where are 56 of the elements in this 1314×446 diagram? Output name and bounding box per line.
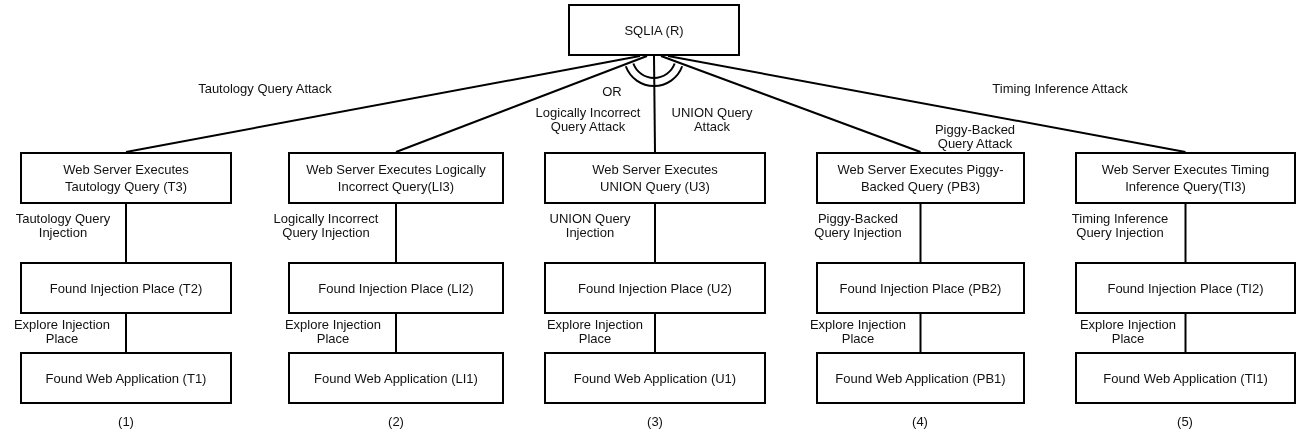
process-box <box>1075 152 1296 204</box>
column-caption: (3) <box>647 414 663 429</box>
connector-line <box>395 55 648 153</box>
box-text: Web Server Executes Logically Incorrect Query(LI3) <box>305 161 487 195</box>
connector-line <box>654 203 656 263</box>
box-text: Found Injection Place (PB2) <box>839 279 1002 297</box>
gate-label: OR <box>602 84 622 99</box>
box-text: Found Web Application (PB1) <box>835 369 1006 387</box>
process-box <box>288 352 504 404</box>
process-box <box>288 262 504 314</box>
box-text: Found Injection Place (LI2) <box>318 279 474 297</box>
connector-line <box>654 313 656 353</box>
process-box <box>1075 352 1296 404</box>
edge-label: Tautology Query Attack <box>198 82 332 96</box>
process-box <box>568 4 740 56</box>
connector-line <box>125 55 641 153</box>
connector-line <box>1184 203 1187 263</box>
box-text: Found Web Application (T1) <box>45 369 207 387</box>
connector-line <box>667 55 1187 153</box>
box-text: SQLIA (R) <box>624 21 684 39</box>
edge-label: Explore Injection Place <box>1078 318 1178 346</box>
connector-line <box>653 55 656 153</box>
box-text: Found Web Application (U1) <box>573 369 737 387</box>
box-text: Found Web Application (LI1) <box>314 369 478 387</box>
box-text: Web Server Executes Tautology Query (T3) <box>62 161 190 195</box>
process-box <box>544 352 766 404</box>
box-text: Found Injection Place (TI2) <box>1107 279 1264 297</box>
process-box <box>20 152 232 204</box>
connector-line <box>395 313 397 353</box>
process-box <box>288 152 504 204</box>
column-caption: (1) <box>118 414 134 429</box>
connector-line <box>395 203 397 263</box>
connector-line <box>1184 313 1187 353</box>
box-text: Found Injection Place (T2) <box>49 279 203 297</box>
connector-line <box>660 55 922 153</box>
process-box <box>544 262 766 314</box>
column-caption: (5) <box>1177 414 1193 429</box>
box-text: Web Server Executes Piggy-Backed Query (PB3) <box>836 161 1005 195</box>
process-box <box>816 152 1025 204</box>
column-caption: (4) <box>912 414 928 429</box>
process-box <box>544 152 766 204</box>
process-box <box>816 262 1025 314</box>
edge-label: Timing Inference Attack <box>992 82 1128 96</box>
process-box <box>20 262 232 314</box>
box-text: Web Server Executes UNION Query (U3) <box>591 161 719 195</box>
box-text: Found Web Application (TI1) <box>1103 369 1268 387</box>
column-caption: (2) <box>388 414 404 429</box>
process-box <box>20 352 232 404</box>
box-text: Found Injection Place (U2) <box>578 279 732 297</box>
connector-line <box>125 203 127 263</box>
connector-line <box>919 313 922 353</box>
process-box <box>1075 262 1296 314</box>
connector-line <box>919 203 922 263</box>
box-text: Web Server Executes Timing Inference Query(TI3) <box>1100 161 1271 195</box>
process-box <box>816 352 1025 404</box>
connector-line <box>125 313 127 353</box>
